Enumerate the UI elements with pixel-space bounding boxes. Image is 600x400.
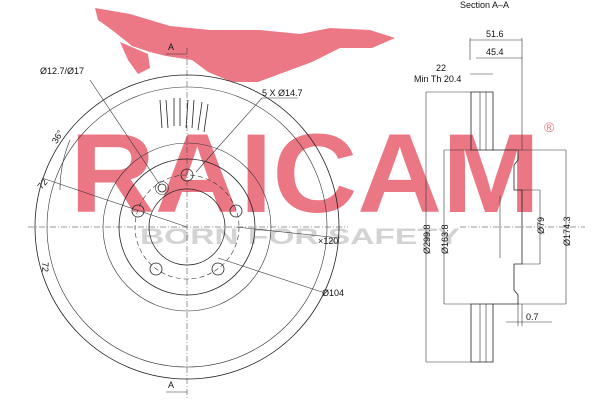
watermark-tagline: BORN FOR SAFETY xyxy=(140,224,460,249)
bolt-hole-counterbore xyxy=(155,181,169,195)
dim-inner-diameter: Ø163.8 xyxy=(440,224,450,254)
bolt-hole-leader xyxy=(89,79,161,186)
angle-arc-36 xyxy=(59,139,71,191)
bolt-hole xyxy=(157,183,167,193)
stud-hole xyxy=(211,262,225,276)
watermark-brand: RAICAM xyxy=(70,111,540,236)
dim-overall-width: 51.6 xyxy=(486,29,504,39)
dim-d104: Ø104 xyxy=(322,288,344,298)
section-view: Section A–A 51.6 45.4 22 Min Th 20.4 xyxy=(414,0,585,363)
dim-offset: 0.7 xyxy=(526,312,539,322)
stud-hole xyxy=(131,204,145,218)
dim-angle: 36° xyxy=(50,128,66,145)
dim-center-bore: Ø79 xyxy=(536,217,546,234)
friction-ring-lower xyxy=(470,303,494,363)
watermark-registered: ® xyxy=(544,119,555,135)
hat-profile xyxy=(493,149,523,305)
front-view: A A Ø12.7/Ø17 5 X Ø14.7 36° 72 72 ×120 Ø… xyxy=(28,42,348,398)
section-marker-top: A xyxy=(168,42,174,52)
stud-holes-leader xyxy=(195,97,263,173)
dim-pcd: ×120 xyxy=(318,236,338,246)
watermark-logo: RAICAM ® BORN FOR SAFETY xyxy=(70,8,555,249)
vent-slots xyxy=(159,98,209,133)
section-marker-bottom: A xyxy=(168,380,174,390)
dim-hat-diameter: Ø174.3 xyxy=(562,216,572,246)
friction-inner-circle xyxy=(102,142,272,312)
stud-hole xyxy=(229,204,243,218)
stud-holes xyxy=(131,168,243,276)
dim-thickness: 22 xyxy=(436,63,446,73)
dim-outer-diameter: Ø299.8 xyxy=(422,224,432,254)
watermark-jaguar-icon xyxy=(95,8,395,82)
pcd-leader xyxy=(235,226,341,239)
stud-hole xyxy=(149,262,163,276)
angle-ref-line xyxy=(41,177,188,228)
hat-circle xyxy=(118,158,256,296)
pcd-circle xyxy=(134,174,240,280)
section-profile xyxy=(460,91,585,363)
dim-min-thickness: Min Th 20.4 xyxy=(414,74,461,84)
dim-angle-72-left: 72 xyxy=(40,262,50,272)
disc-outer-circle xyxy=(34,74,340,380)
stud-hole xyxy=(180,168,194,182)
watermark-jaguar-leg-icon xyxy=(120,42,150,74)
center-bore-circle xyxy=(148,188,226,266)
d104-leader xyxy=(217,257,323,293)
section-title: Section A–A xyxy=(460,0,509,10)
dim-hat-height: 45.4 xyxy=(486,47,504,57)
disc-outer-edge-circle xyxy=(46,86,328,368)
dim-angle-72-top: 72 xyxy=(36,177,50,191)
dim-bolt-hole: Ø12.7/Ø17 xyxy=(40,66,84,76)
dim-stud-holes: 5 X Ø14.7 xyxy=(262,88,303,98)
